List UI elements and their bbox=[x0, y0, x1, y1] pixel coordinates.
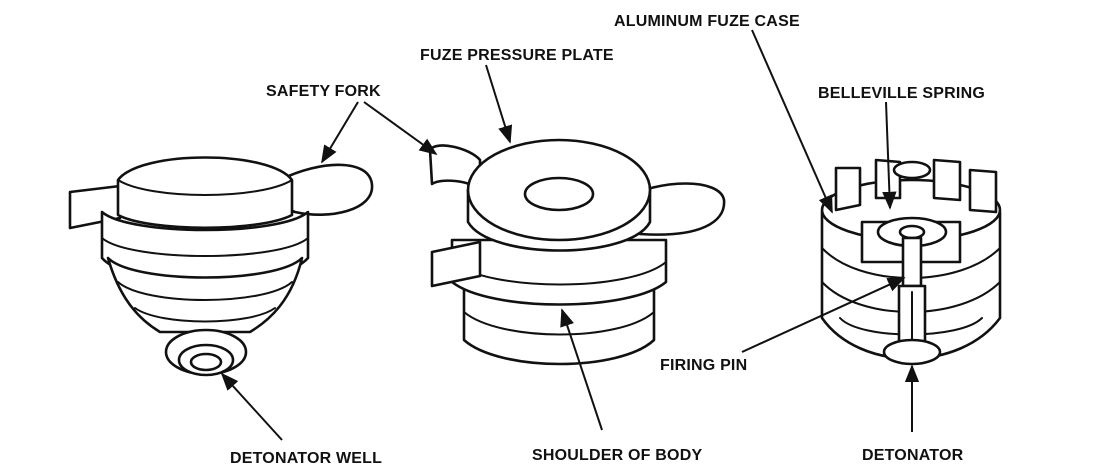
safety-fork-tab-bottom bbox=[430, 240, 482, 288]
case-tab-1 bbox=[834, 166, 862, 212]
left-top-shoulder bbox=[116, 156, 294, 230]
fuze-body-middle bbox=[428, 138, 726, 366]
spring-center bbox=[898, 224, 926, 240]
label-detonator-well: DETONATOR WELL bbox=[230, 450, 382, 467]
label-firing-pin: FIRING PIN bbox=[660, 357, 747, 374]
label-group: ALUMINUM FUZE CASE FUZE PRESSURE PLATE B… bbox=[230, 13, 985, 467]
leader-lines bbox=[220, 29, 920, 441]
left-lower-taper bbox=[106, 256, 304, 334]
case-tab-3 bbox=[932, 158, 962, 202]
fuze-body-right bbox=[820, 158, 1002, 366]
pressure-plate-center bbox=[523, 176, 595, 212]
detonator-cup bbox=[882, 338, 942, 366]
middle-shoulder-band bbox=[450, 238, 668, 306]
detonator-well-hole bbox=[189, 352, 223, 372]
label-shoulder-of-body: SHOULDER OF BODY bbox=[532, 447, 702, 464]
label-safety-fork: SAFETY FORK bbox=[266, 83, 381, 100]
label-aluminum-fuze-case: ALUMINUM FUZE CASE bbox=[614, 13, 800, 30]
safety-fork-loop-left bbox=[278, 163, 374, 216]
firing-pin-rod bbox=[901, 236, 923, 288]
case-tab-4 bbox=[968, 168, 998, 214]
fuze-body-left bbox=[68, 156, 374, 377]
label-fuze-pressure-plate: FUZE PRESSURE PLATE bbox=[420, 47, 614, 64]
label-belleville-spring: BELLEVILLE SPRING bbox=[818, 85, 985, 102]
case-top-knob bbox=[892, 160, 932, 180]
label-detonator: DETONATOR bbox=[862, 447, 964, 464]
